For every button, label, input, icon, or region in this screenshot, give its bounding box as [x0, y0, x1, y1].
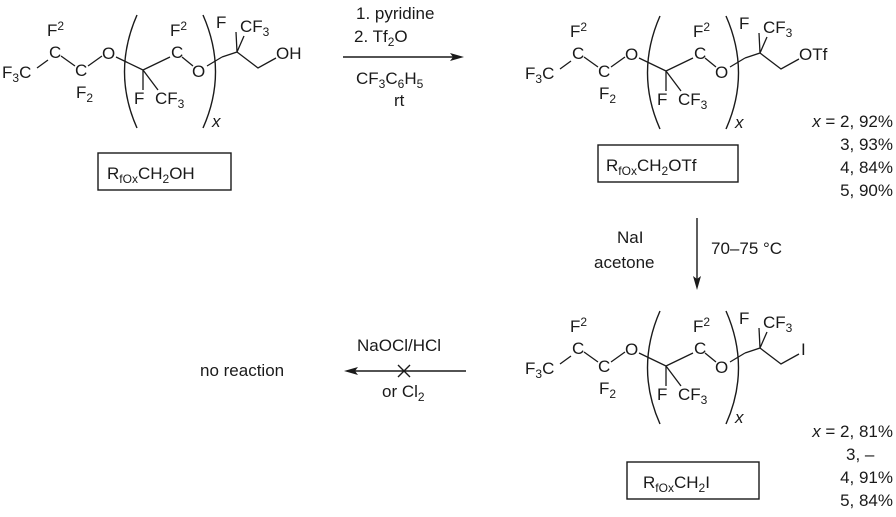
atom-label: CF3: [763, 18, 793, 40]
atom-label: F2: [693, 20, 710, 41]
atom-label: F3C: [2, 63, 31, 85]
repeat-bracket-right: [725, 310, 740, 425]
atom-label: C: [598, 62, 610, 81]
arrow-head: [693, 276, 701, 290]
atom-label: O: [625, 340, 638, 359]
atom-label: C: [171, 43, 183, 62]
bond: [559, 56, 626, 70]
compound-label: RfOxCH2OH: [107, 164, 195, 186]
bond: [638, 57, 746, 92]
atom-label: F: [657, 90, 667, 109]
atom-label: C: [572, 339, 584, 358]
atom-label: F: [739, 14, 749, 33]
atom-label: CF3: [763, 313, 793, 335]
yield-row: 3, –: [846, 445, 875, 464]
bond: [221, 31, 277, 69]
compound-label: RfOxCH2OTf: [606, 156, 697, 178]
terminal-group: OH: [276, 44, 302, 63]
atom-label: C: [598, 357, 610, 376]
solvent-acetone: acetone: [594, 253, 655, 272]
reagent-cl2: or Cl2: [382, 382, 425, 404]
atom-label: C: [694, 339, 706, 358]
repeat-bracket-right: [725, 15, 740, 130]
bond: [559, 351, 626, 365]
reaction-step-2: NaI acetone 70–75 °C: [594, 218, 782, 290]
reaction-step-1: 1. pyridine 2. Tf2O CF3C6H5 rt: [343, 4, 464, 110]
reaction-step-3: NaOCl/HCl or Cl2 no reaction: [200, 336, 466, 404]
no-reaction-label: no reaction: [200, 361, 284, 380]
repeat-count-x: x: [734, 408, 744, 427]
atom-label: F2: [170, 19, 187, 40]
atom-label: F2: [47, 19, 64, 40]
yield-row: 3, 93%: [840, 135, 893, 154]
repeat-bracket-left: [646, 15, 661, 130]
arrow-head: [344, 367, 358, 375]
atom-label: F: [216, 13, 226, 32]
arrow-head: [450, 53, 464, 61]
yield-row: 4, 91%: [840, 468, 893, 487]
condition-temperature: rt: [394, 91, 405, 110]
repeat-count-x: x: [734, 113, 744, 132]
atom-label: CF3: [155, 89, 185, 111]
bond: [36, 55, 103, 69]
compound-label-box: [97, 152, 232, 191]
yield-row: x = 2, 92%: [811, 112, 893, 131]
compound-label-box: [626, 461, 760, 500]
solvent-trifluorotoluene: CF3C6H5: [356, 69, 424, 91]
atom-label: CF3: [240, 17, 270, 39]
yield-table-triflate: x = 2, 92% 3, 93% 4, 84% 5, 90%: [811, 112, 893, 200]
atom-label: F3C: [525, 359, 554, 381]
atom-label: CF3: [678, 90, 708, 112]
terminal-group: I: [801, 340, 806, 359]
reagent-tf2o: 2. Tf2O: [354, 27, 408, 49]
bond: [744, 32, 800, 70]
atom-label: O: [715, 358, 728, 377]
atom-label: O: [192, 62, 205, 81]
atom-label: F3C: [525, 64, 554, 86]
bond: [744, 327, 800, 365]
bond: [115, 56, 223, 91]
compound-iodide: F3C F2 C C F2 O F2 C O F CF3 x F CF3 I R…: [525, 309, 806, 500]
yield-row: 5, 84%: [840, 491, 893, 510]
atom-label: O: [715, 63, 728, 82]
atom-label: C: [75, 61, 87, 80]
compound-label-box: [597, 144, 739, 183]
reagent-naocl-hcl: NaOCl/HCl: [357, 336, 441, 355]
atom-label: O: [625, 45, 638, 64]
repeat-bracket-right: [202, 14, 217, 129]
repeat-count-x: x: [211, 112, 221, 131]
atom-label: O: [102, 44, 115, 63]
yield-row: x = 2, 81%: [811, 422, 893, 441]
atom-label: F: [657, 385, 667, 404]
yield-row: 5, 90%: [840, 181, 893, 200]
compound-triflate: F3C F2 C C F2 O F2 C O F CF3 x F CF3 OTf…: [525, 14, 828, 183]
atom-label: F2: [76, 83, 93, 105]
yield-row: 4, 84%: [840, 158, 893, 177]
atom-label: F2: [570, 315, 587, 336]
yield-table-iodide: x = 2, 81% 3, – 4, 91% 5, 84%: [811, 422, 893, 510]
atom-label: F2: [693, 315, 710, 336]
repeat-bracket-left: [123, 14, 138, 129]
atom-label: C: [694, 44, 706, 63]
atom-label: F: [739, 309, 749, 328]
condition-temperature: 70–75 °C: [711, 239, 782, 258]
atom-label: F: [134, 89, 144, 108]
atom-label: C: [572, 44, 584, 63]
bond: [638, 352, 746, 387]
repeat-bracket-left: [646, 310, 661, 425]
atom-label: F2: [599, 84, 616, 106]
reagent-pyridine: 1. pyridine: [356, 4, 434, 23]
terminal-group: OTf: [799, 45, 828, 64]
cross-icon: [397, 364, 411, 378]
reagent-nai: NaI: [617, 228, 643, 247]
atom-label: F2: [570, 20, 587, 41]
compound-alcohol: F3C F2 C C F2 O F2 C O F CF3 x F CF3 OH …: [2, 13, 302, 191]
atom-label: F2: [599, 379, 616, 401]
atom-label: CF3: [678, 385, 708, 407]
compound-label: RfOxCH2I: [643, 473, 710, 495]
atom-label: C: [49, 43, 61, 62]
